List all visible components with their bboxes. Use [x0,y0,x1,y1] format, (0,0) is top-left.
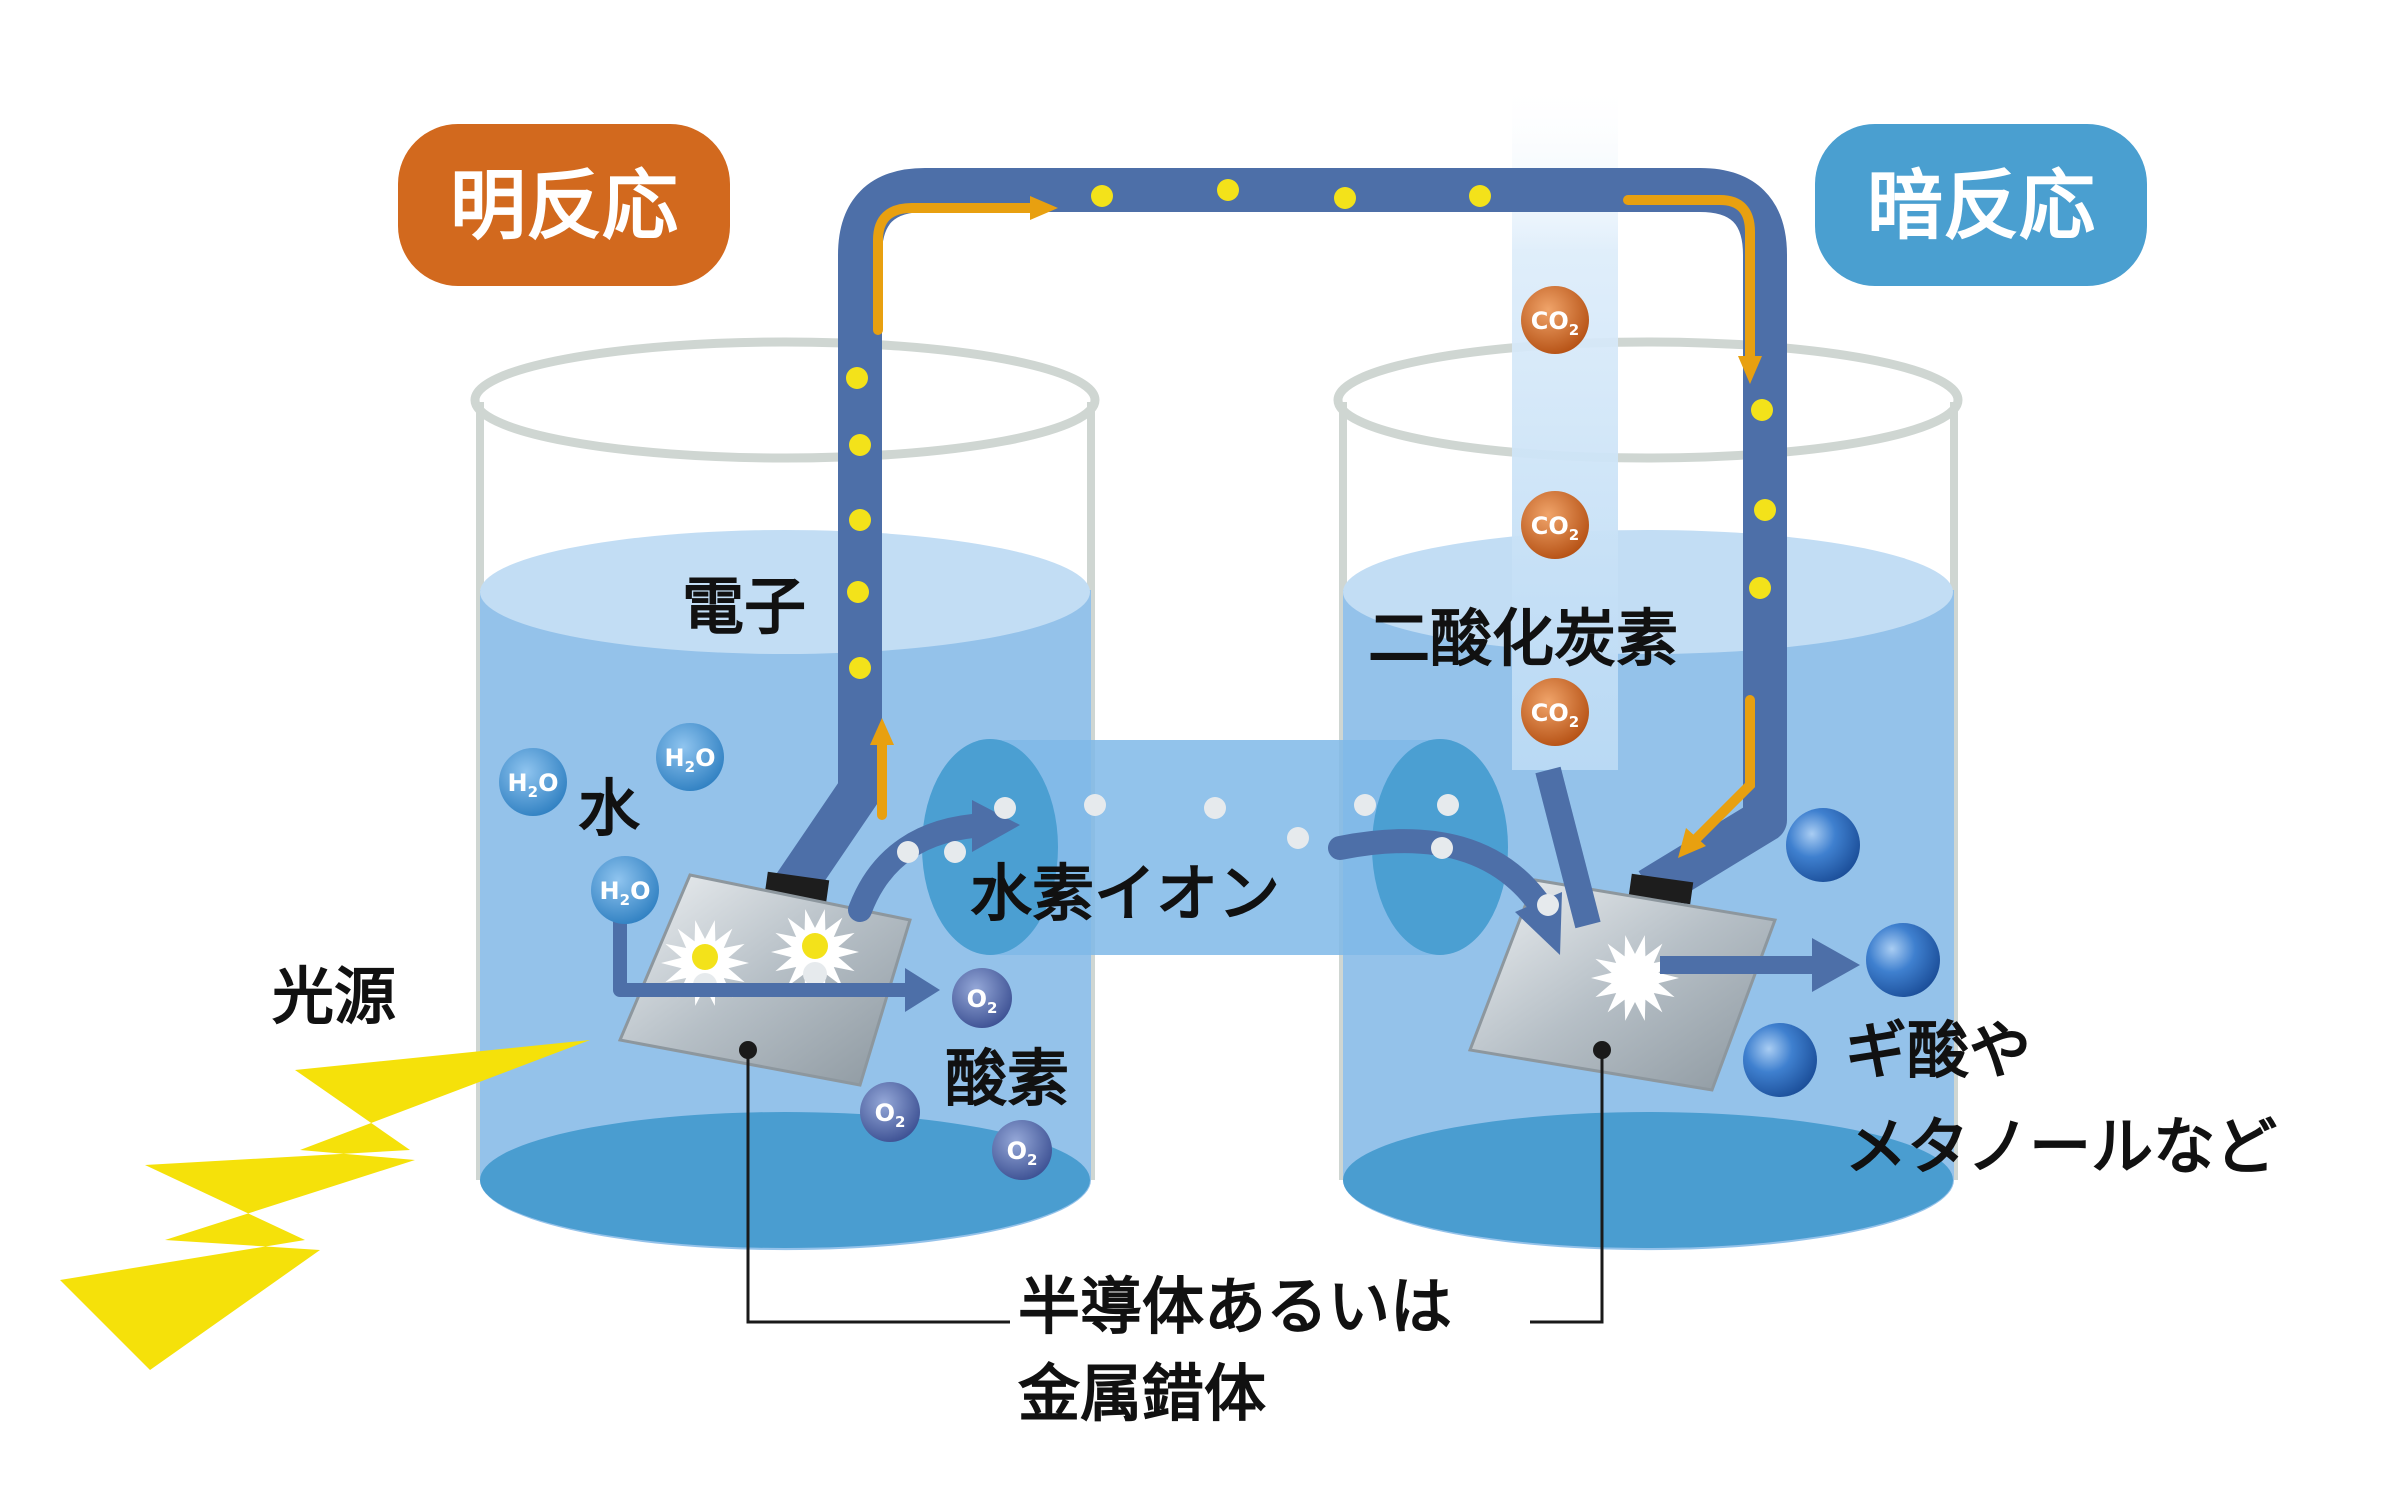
co2-molecule: CO2 [1521,286,1589,354]
h2o-formula: H2O [600,877,651,909]
electron-dot [849,434,871,456]
o2-formula: O2 [875,1099,906,1131]
hydrogen-ion-dot [944,841,966,863]
hydrogen-ion-dot [1437,794,1459,816]
dark-reaction-badge: 暗反応 [1815,124,2147,286]
electron-dot [802,933,828,959]
h2o-formula: H2O [665,744,716,776]
co2-formula: CO2 [1531,699,1579,731]
electron-dot [847,581,869,603]
electron-dot [1091,185,1113,207]
catalyst-sparkles [661,909,1679,1021]
product-label-line1: ギ酸や [1845,1014,2031,1087]
h2o-formula: H2O [508,769,559,801]
product-balls [1743,808,1940,1097]
hydrogen-ion-dot [1354,794,1376,816]
product-label-line2: メタノールなど [1845,1110,2277,1183]
electron-dots [846,179,1776,679]
hydrogen-ion-dot [897,841,919,863]
hydrogen-ion-dot [1204,797,1226,819]
electron-flow-arrows [870,195,1762,858]
electron-dot [846,367,868,389]
electron-dot [1469,185,1491,207]
co2-molecule: CO2 [1521,678,1589,746]
h2o-molecule: H2O [499,748,567,816]
co2-formula: CO2 [1531,512,1579,544]
hydrogen-ion-dot [1084,794,1106,816]
electron-dot [1334,187,1356,209]
light-source-label: 光源 [272,960,396,1033]
o2-molecule: O2 [992,1120,1052,1180]
h2o-molecule: H2O [591,856,659,924]
electron-dot [1749,577,1771,599]
hydrogen-ion-dot [994,797,1016,819]
electron-dot [692,944,718,970]
dark-reaction-title: 暗反応 [1867,161,2095,250]
electron-dot [1217,179,1239,201]
o2-formula: O2 [967,985,998,1017]
hydrogen-ion-dot [803,962,827,986]
hydrogen-ion-dots [897,794,1559,916]
o2-molecule: O2 [860,1082,920,1142]
electron-dot [1751,399,1773,421]
hydrogen-ion-dot [1287,827,1309,849]
sparkle-icon [1591,935,1679,1021]
o2-formula: O2 [1007,1137,1038,1169]
light-reaction-badge: 明反応 [398,124,730,286]
electron-dot [1754,499,1776,521]
electron-dot [849,509,871,531]
co2-formula: CO2 [1531,307,1579,339]
electron-label: 電子 [682,570,806,643]
right-pipe-end-bar [1628,873,1694,905]
co2-label: 二酸化炭素 [1368,602,1678,675]
catalyst-label-line2: 金属錯体 [1017,1357,1266,1430]
hydrogen-ion-dot [1537,894,1559,916]
o2-molecule: O2 [952,968,1012,1028]
left-catalyst-dot [739,1041,757,1059]
catalyst-leader-lines [746,1050,1604,1324]
h2o-molecule: H2O [656,723,724,791]
hydrogen-ion-label: 水素イオン [970,857,1280,930]
electron-pipe [773,168,1787,909]
catalyst-label-line1: 半導体あるいは [1018,1270,1452,1343]
product-arrow [1660,938,1860,992]
right-catalyst-dot [1593,1041,1611,1059]
hydrogen-ion-dot [1431,837,1453,859]
water-to-oxygen-arrow [613,910,940,1012]
oxygen-label: 酸素 [945,1042,1069,1115]
electron-dot [849,657,871,679]
water-label: 水 [578,772,641,845]
light-reaction-title: 明反応 [450,161,678,250]
co2-molecule: CO2 [1521,491,1589,559]
lightning-bolt-icon [60,1040,590,1370]
